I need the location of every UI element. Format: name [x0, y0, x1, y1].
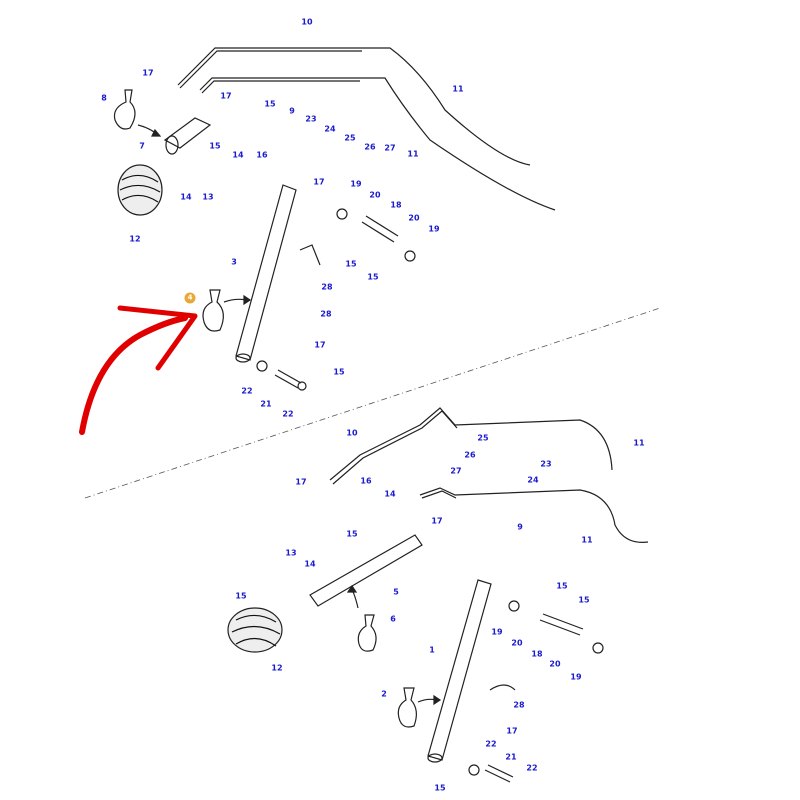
callout-label[interactable]: 17 — [142, 68, 154, 78]
callout-label[interactable]: 23 — [540, 459, 552, 469]
callout-label[interactable]: 16 — [360, 476, 372, 486]
callout-label[interactable]: 20 — [549, 659, 561, 669]
callout-label[interactable]: 10 — [301, 17, 313, 27]
cylinder-5 — [309, 534, 423, 607]
callout-label[interactable]: 16 — [256, 150, 268, 160]
callout-label[interactable]: 17 — [295, 477, 307, 487]
callout-label[interactable]: 25 — [344, 133, 356, 143]
kit-4 — [202, 289, 224, 332]
callout-label[interactable]: 14 — [304, 559, 316, 569]
callout-label[interactable]: 19 — [350, 179, 362, 189]
callout-label[interactable]: 28 — [320, 309, 332, 319]
callout-label[interactable]: 17 — [506, 726, 518, 736]
callout-label[interactable]: 22 — [241, 386, 253, 396]
callout-label[interactable]: 26 — [364, 142, 376, 152]
kit-8-top — [113, 89, 136, 130]
callout-label[interactable]: 28 — [321, 282, 333, 292]
callout-label[interactable]: 10 — [346, 428, 358, 438]
callout-label[interactable]: 15 — [209, 141, 221, 151]
callout-label[interactable]: 11 — [452, 84, 464, 94]
callout-label[interactable]: 5 — [393, 587, 399, 597]
callout-label[interactable]: 19 — [428, 224, 440, 234]
callout-label[interactable]: 22 — [485, 739, 497, 749]
callout-label[interactable]: 27 — [384, 143, 396, 153]
highlight-arrow — [79, 315, 188, 435]
callout-label[interactable]: 26 — [464, 450, 476, 460]
callout-label[interactable]: 22 — [282, 409, 294, 419]
callout-label[interactable]: 21 — [505, 752, 517, 762]
callout-label[interactable]: 9 — [289, 106, 295, 116]
callout-label[interactable]: 24 — [324, 124, 336, 134]
pipe-10-top — [177, 47, 531, 166]
callout-label[interactable]: 1 — [429, 645, 435, 655]
highlight-badge[interactable]: 4 — [184, 292, 196, 304]
callout-label[interactable]: 15 — [578, 595, 590, 605]
callout-label[interactable]: 17 — [314, 340, 326, 350]
callout-label[interactable]: 9 — [517, 522, 523, 532]
kit-6 — [357, 614, 377, 652]
callout-label[interactable]: 6 — [390, 614, 396, 624]
callout-label[interactable]: 18 — [531, 649, 543, 659]
callout-label[interactable]: 17 — [220, 91, 232, 101]
callout-label[interactable]: 15 — [556, 581, 568, 591]
callout-label[interactable]: 7 — [139, 141, 145, 151]
pipe-9-top — [199, 77, 556, 211]
callout-label[interactable]: 12 — [271, 663, 283, 673]
callout-label[interactable]: 22 — [526, 763, 538, 773]
callout-label[interactable]: 15 — [434, 783, 446, 793]
callout-label[interactable]: 17 — [431, 516, 443, 526]
callout-label[interactable]: 13 — [285, 548, 297, 558]
callout-label[interactable]: 23 — [305, 114, 317, 124]
callout-label[interactable]: 2 — [381, 689, 387, 699]
pipe-10-bottom — [329, 407, 613, 481]
callout-label[interactable]: 18 — [390, 200, 402, 210]
callout-label[interactable]: 11 — [407, 149, 419, 159]
callout-label[interactable]: 12 — [129, 234, 141, 244]
callout-label[interactable]: 19 — [570, 672, 582, 682]
cylinder-7 — [163, 117, 212, 149]
callout-label[interactable]: 11 — [581, 535, 593, 545]
callout-label[interactable]: 20 — [369, 190, 381, 200]
callout-label[interactable]: 14 — [232, 150, 244, 160]
callout-label[interactable]: 20 — [408, 213, 420, 223]
callout-label[interactable]: 19 — [491, 627, 503, 637]
callout-label[interactable]: 24 — [527, 475, 539, 485]
callout-label[interactable]: 8 — [101, 93, 107, 103]
cylinder-3 — [235, 184, 297, 361]
callout-label[interactable]: 28 — [513, 700, 525, 710]
callout-label[interactable]: 15 — [333, 367, 345, 377]
callout-label[interactable]: 11 — [633, 438, 645, 448]
cylinder-1 — [427, 579, 492, 761]
callout-label[interactable]: 13 — [202, 192, 214, 202]
pipe-9-bottom — [419, 487, 649, 543]
highlight-arrowhead — [117, 305, 198, 371]
callout-label[interactable]: 15 — [264, 99, 276, 109]
callout-label[interactable]: 14 — [384, 489, 396, 499]
callout-label[interactable]: 27 — [450, 466, 462, 476]
callout-label[interactable]: 14 — [180, 192, 192, 202]
kit-2 — [397, 687, 417, 728]
pin-18-top — [361, 215, 399, 243]
callout-label[interactable]: 20 — [511, 638, 523, 648]
callout-label[interactable]: 3 — [231, 257, 237, 267]
callout-label[interactable]: 17 — [313, 177, 325, 187]
callout-label[interactable]: 15 — [235, 591, 247, 601]
callout-label[interactable]: 21 — [260, 399, 272, 409]
callout-label[interactable]: 15 — [346, 529, 358, 539]
callout-label[interactable]: 15 — [367, 272, 379, 282]
callout-label[interactable]: 25 — [477, 433, 489, 443]
section-divider — [84, 307, 661, 499]
callout-label[interactable]: 15 — [345, 259, 357, 269]
